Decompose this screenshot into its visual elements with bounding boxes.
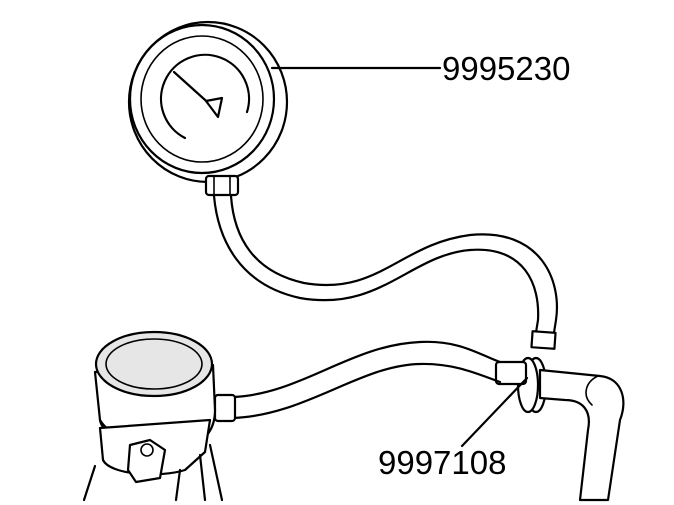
canister	[82, 330, 224, 502]
gauge-scale-arc	[159, 53, 251, 140]
callout-9995230: 9995230	[442, 50, 570, 87]
gauge-fitting	[204, 174, 240, 197]
outlet-pipe	[538, 368, 625, 502]
pressure-gauge	[127, 20, 289, 197]
main-hose	[213, 340, 502, 423]
leader-line-9997108	[460, 376, 529, 448]
gauge-hose	[212, 194, 558, 350]
callout-9997108: 9997108	[378, 444, 506, 481]
